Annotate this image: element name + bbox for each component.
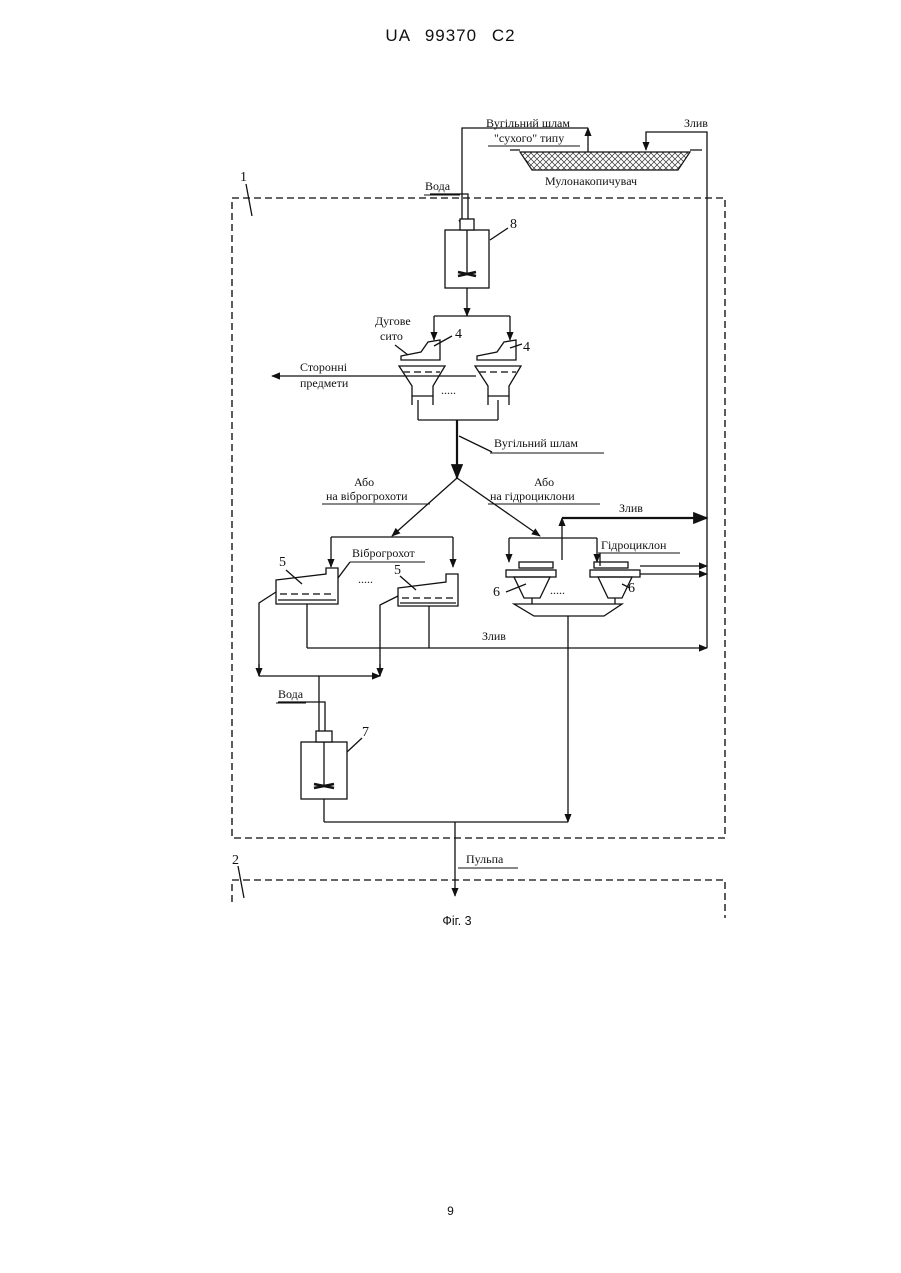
- vibroscreen-b-body: [398, 574, 458, 606]
- or-hydro-label-line1: Або: [534, 475, 554, 489]
- drain-mid-label: Злив: [482, 629, 506, 643]
- hydrocyclone-a-cone: [514, 577, 550, 598]
- arc-screen-a-number: 4: [455, 327, 462, 342]
- arc-screen-a-hopper: [399, 366, 445, 396]
- or-hydro-label-line2: на гідроциклони: [490, 489, 575, 503]
- vibroscreen-b-number: 5: [394, 563, 401, 578]
- block-2-leader: [238, 866, 244, 898]
- arc-screen-dots: .....: [441, 383, 456, 397]
- hydrocyclone-b-cone: [598, 577, 632, 598]
- sludge-storage-hatch: [520, 152, 690, 170]
- hydro-collector-trough: [514, 604, 622, 616]
- water-top-label: Вода: [425, 179, 451, 193]
- vibro-b-oversize-line: [380, 596, 398, 676]
- arc-screen-b-number: 4: [523, 340, 530, 355]
- drain-top-label: Злив: [684, 116, 708, 130]
- block-1-number: 1: [240, 170, 247, 185]
- vibro-a-oversize-line: [259, 592, 276, 676]
- coal-sludge-leader: [459, 436, 492, 452]
- block-2-boundary: [232, 880, 725, 918]
- vibroscreen-a-body: [276, 568, 338, 604]
- drain-hydro-label: Злив: [619, 501, 643, 515]
- mixer-7-number: 7: [362, 725, 369, 740]
- arc-screen-leader: [395, 345, 408, 355]
- hydro-a-to-collector: [532, 598, 615, 604]
- mixer-7-motor: [316, 731, 332, 742]
- mixer-8-motor: [460, 219, 474, 230]
- mixer-8-leader: [490, 228, 508, 240]
- arc-screen-a-body: [401, 340, 440, 360]
- dry-type-label: "сухого" типу: [494, 131, 564, 145]
- arc-screen-b-hopper: [475, 366, 521, 396]
- arc-screen-b-body: [477, 340, 516, 360]
- branch-to-hydro-line: [457, 478, 540, 536]
- hydrocyclone-label: Гідроциклон: [601, 538, 667, 552]
- drain-return-line: [646, 132, 707, 648]
- mixer-8-number: 8: [510, 217, 517, 232]
- block-1-leader: [246, 184, 252, 216]
- coal-sludge-dry-label: Вугільний шлам: [486, 116, 570, 130]
- figure-caption: Фіг. 3: [442, 914, 471, 928]
- or-vibro-label-line1: Або: [354, 475, 374, 489]
- screen-a-underflow: [412, 396, 509, 405]
- hydrocyclone-b-head: [590, 570, 640, 577]
- sludge-storage-label: Мулонакопичувач: [545, 174, 637, 188]
- hydrocyclone-a-number: 6: [493, 585, 500, 600]
- block-2-number: 2: [232, 853, 239, 868]
- pulp-label: Пульпа: [466, 852, 504, 866]
- arc-screen-label-line2: сито: [380, 329, 403, 343]
- foreign-objects-label-line1: Сторонні: [300, 360, 348, 374]
- foreign-objects-label-line2: предмети: [300, 376, 349, 390]
- hydrocyclone-a-inlet: [519, 562, 553, 568]
- branch-to-vibro-line: [392, 478, 457, 536]
- vibroscreen-a-number: 5: [279, 555, 286, 570]
- page-number: 9: [0, 1204, 901, 1218]
- water-bottom-label: Вода: [278, 687, 304, 701]
- vibro-dots: .....: [358, 572, 373, 586]
- arc-screen-label-line1: Дугове: [375, 314, 411, 328]
- hydrocyclone-b-inlet: [594, 562, 628, 568]
- coal-sludge-label: Вугільний шлам: [494, 436, 578, 450]
- mixer-7-leader: [347, 738, 362, 752]
- hydrocyclone-a-leader: [506, 584, 526, 592]
- vibroscreen-label: Віброгрохот: [352, 546, 415, 560]
- hydrocyclone-a-head: [506, 570, 556, 577]
- hydro-dots: .....: [550, 583, 565, 597]
- hydrocyclone-b-number: 6: [628, 581, 635, 596]
- or-vibro-label-line2: на віброгрохоти: [326, 489, 408, 503]
- vibroscreen-leader: [338, 562, 350, 578]
